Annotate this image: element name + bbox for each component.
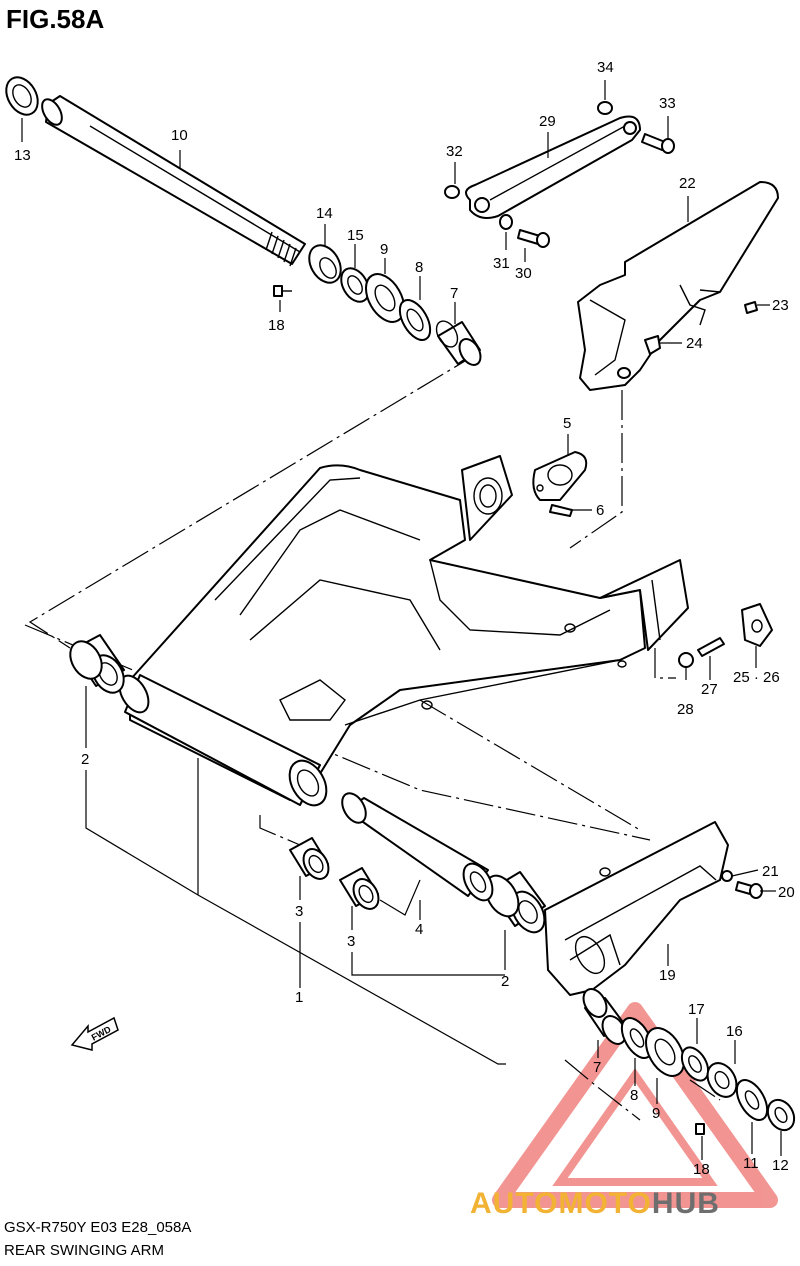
assembly-guide-lines — [24, 351, 721, 1121]
part-24-clamp — [644, 335, 661, 355]
callout-15: 15 — [347, 227, 364, 244]
callout-2-right: 2 — [501, 973, 509, 990]
part-9-bearing-upper — [365, 273, 405, 323]
part-17-spacer — [680, 1046, 710, 1082]
part-2-bushing-left — [69, 634, 125, 694]
part-32-nut — [444, 185, 460, 199]
part-5-plate — [532, 451, 588, 501]
callout-16: 16 — [726, 1023, 743, 1040]
callout-24: 24 — [686, 335, 703, 352]
part-31-washer — [499, 214, 513, 230]
part-18-bolt-upper — [273, 285, 292, 297]
callout-labels: 13 10 14 15 9 8 7 18 34 33 29 32 31 30 2… — [14, 59, 795, 1178]
callout-14: 14 — [316, 205, 333, 222]
callout-29: 29 — [539, 113, 556, 130]
part-14-pivot-nut — [308, 244, 342, 284]
callout-11: 11 — [743, 1155, 759, 1172]
part-22-chain-cover — [577, 181, 779, 391]
part-8-washer-upper — [398, 299, 432, 341]
callout-25-26: 25 · 26 — [733, 669, 780, 686]
part-30-bolt — [517, 229, 550, 248]
part-7-bushing-upper — [435, 320, 482, 366]
callout-20: 20 — [778, 884, 795, 901]
callout-31: 31 — [493, 255, 510, 272]
callout-3-b: 3 — [347, 933, 355, 950]
callout-30: 30 — [515, 265, 532, 282]
part-8-washer-lower — [620, 1017, 654, 1059]
part-13-dust-seal — [5, 76, 39, 116]
part-19-chain-case — [544, 821, 729, 996]
callout-18-lower: 18 — [693, 1161, 710, 1178]
part-3-bushing-b — [339, 867, 380, 910]
callout-32: 32 — [446, 143, 463, 160]
figure-caption: REAR SWINGING ARM — [4, 1242, 165, 1259]
callout-17: 17 — [688, 1001, 705, 1018]
callout-1: 1 — [295, 989, 303, 1006]
part-7-bushing-lower — [582, 988, 627, 1045]
callout-7: 7 — [450, 285, 458, 302]
callout-12: 12 — [772, 1157, 789, 1174]
leader-lines — [21, 80, 782, 1160]
part-15-spacer — [340, 267, 370, 303]
callout-34: 34 — [597, 59, 614, 76]
part-21-washer — [721, 870, 733, 882]
part-25-26-chain-adjuster — [741, 603, 773, 647]
callout-22: 22 — [679, 175, 696, 192]
callout-13: 13 — [14, 147, 31, 164]
part-16-nut — [706, 1062, 738, 1098]
callout-19: 19 — [659, 967, 676, 984]
callout-9: 9 — [380, 241, 388, 258]
part-27-bolt — [697, 637, 725, 657]
watermark-text: AUTOMOTOHUB — [470, 1187, 720, 1220]
callout-6: 6 — [596, 502, 604, 519]
callout-23: 23 — [772, 297, 789, 314]
part-29-torque-link — [465, 115, 641, 219]
callout-9-lower: 9 — [652, 1105, 660, 1122]
callout-7-lower: 7 — [593, 1059, 601, 1076]
part-12-nut — [766, 1098, 796, 1132]
callout-18: 18 — [268, 317, 285, 334]
callout-8: 8 — [415, 259, 423, 276]
part-2-bushing-right — [484, 871, 546, 934]
part-10-pivot-shaft — [41, 95, 306, 267]
callout-10: 10 — [171, 127, 188, 144]
part-18-bolt-lower — [695, 1123, 705, 1135]
part-20-bolt — [735, 881, 763, 899]
callout-4: 4 — [415, 921, 423, 938]
part-4-pivot-tube — [341, 792, 494, 902]
part-23-screw — [744, 301, 758, 314]
part-34-nut — [597, 101, 613, 115]
callout-8-lower: 8 — [630, 1087, 638, 1104]
part-6-screw — [549, 504, 573, 517]
model-code: GSX-R750Y E03 E28_058A — [4, 1219, 192, 1236]
callout-2-left: 2 — [81, 751, 89, 768]
watermark-logo — [492, 1002, 778, 1208]
callout-33: 33 — [659, 95, 676, 112]
callout-3-a: 3 — [295, 903, 303, 920]
callout-21: 21 — [762, 863, 779, 880]
forward-arrow-icon: FWD — [70, 1016, 119, 1051]
part-9-bearing-lower — [645, 1027, 685, 1077]
part-1-swingarm — [118, 455, 689, 807]
callout-28: 28 — [677, 701, 694, 718]
part-33-bolt — [641, 133, 675, 154]
callout-5: 5 — [563, 415, 571, 432]
part-11-washer — [735, 1079, 769, 1121]
callout-27: 27 — [701, 681, 718, 698]
part-3-bushing-a — [289, 837, 330, 880]
part-28-nut — [678, 652, 694, 668]
figure-title: FIG.58A — [6, 4, 105, 34]
